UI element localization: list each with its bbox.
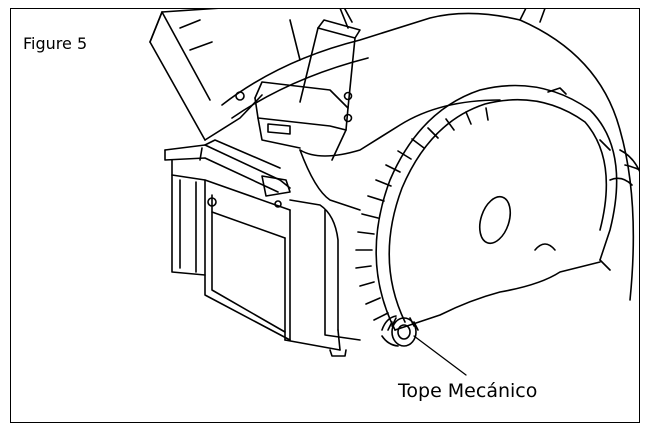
mechanical-stop-knob <box>387 317 419 347</box>
callout-label: Tope Mecánico <box>398 380 538 402</box>
open-lid <box>149 9 353 141</box>
front-latch <box>164 139 291 197</box>
print-mechanism <box>235 9 361 161</box>
front-tray <box>171 159 341 351</box>
callout-leader-line <box>413 335 467 376</box>
housing-body <box>221 9 639 351</box>
figure-label: Figure 5 <box>23 34 88 53</box>
side-cover <box>329 84 618 357</box>
